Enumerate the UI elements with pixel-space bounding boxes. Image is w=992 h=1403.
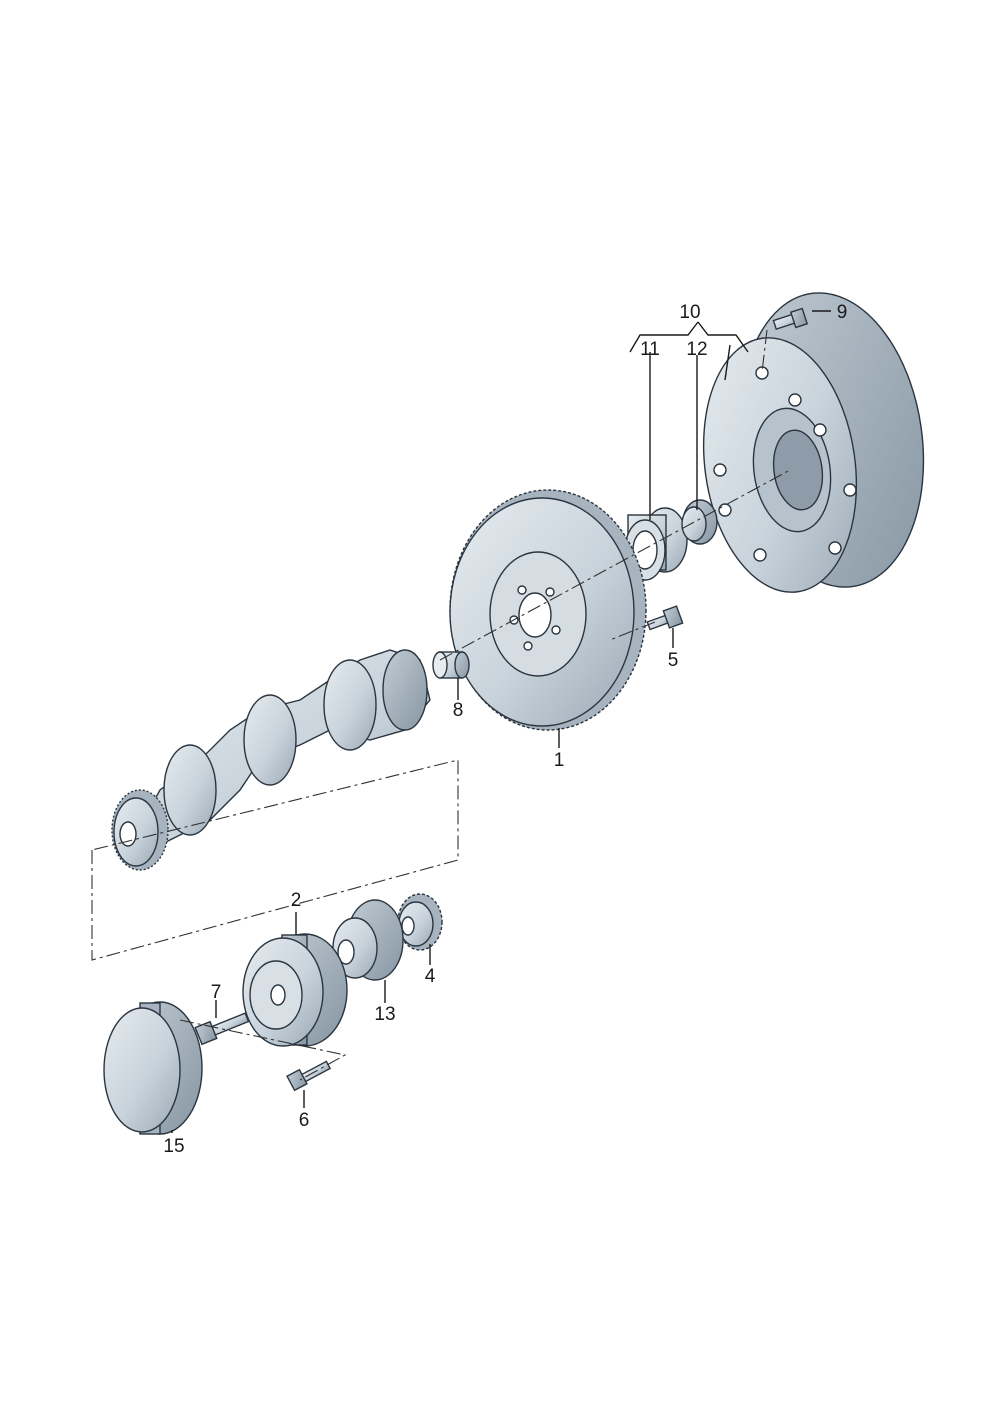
callout-2: 2 [291,890,302,911]
assembly-centerlines [91,329,791,1081]
callout-5: 5 [668,650,679,671]
drive-plate-assembly[interactable] [688,281,942,602]
needle-bearing-11[interactable] [624,507,688,581]
pilot-bushing-8[interactable] [432,651,470,679]
gear-4[interactable] [397,893,443,951]
seal-12[interactable] [681,499,718,545]
callout-13: 13 [374,1004,395,1025]
callout-11: 11 [640,339,660,360]
callout-10: 10 [679,302,700,323]
leader-lines [171,310,831,1133]
callout-8: 8 [453,700,464,721]
hub-13[interactable] [332,899,404,981]
crankshaft[interactable] [111,649,431,871]
callout-6: 6 [299,1110,310,1131]
bolt-6[interactable] [286,1060,332,1092]
bolt-5[interactable] [646,605,684,631]
callout-7: 7 [211,982,222,1003]
cap-15[interactable] [103,1001,203,1135]
callout-labels: 10 9 11 12 5 8 1 2 4 7 13 6 15 [163,302,847,1157]
bolt-7[interactable] [194,1012,250,1046]
bolt-9[interactable] [772,307,809,330]
callout-9: 9 [837,302,848,323]
callout-15: 15 [163,1136,184,1157]
pulley-2[interactable] [242,933,348,1047]
callout-1: 1 [554,750,565,771]
callout-4: 4 [425,966,436,987]
callout-12: 12 [686,339,707,360]
flywheel-1[interactable] [449,489,647,731]
